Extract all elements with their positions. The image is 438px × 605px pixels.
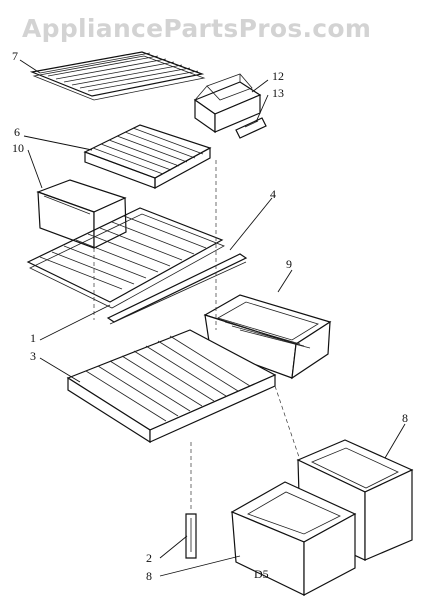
callout-10: 10	[12, 141, 24, 155]
part-12-door-bin	[193, 73, 262, 134]
leader-lines	[19, 59, 406, 577]
callout-8-right: 8	[402, 411, 408, 425]
part-1-main-shelf	[26, 207, 225, 309]
callout-6: 6	[14, 125, 20, 139]
callout-3: 3	[30, 349, 36, 363]
callout-2: 2	[146, 551, 152, 565]
part-13-bin-clip	[235, 117, 267, 139]
callout-8-left: 8	[146, 569, 152, 583]
watermark: AppliancePartsPros.com	[22, 14, 372, 43]
callout-12: 12	[272, 69, 284, 83]
callout-9: 9	[286, 257, 292, 271]
callout-1: 1	[30, 331, 36, 345]
part-6-shelf-cover	[83, 124, 212, 190]
alignment-lines	[93, 160, 301, 512]
part-9-drawer	[203, 294, 332, 380]
part-4-shelf-rail	[106, 253, 248, 325]
callout-labels: 7 12 13 6 10 4 9 1 3 8 2 8 D5	[12, 49, 408, 583]
part-7-wire-shelf	[29, 51, 206, 101]
callout-4: 4	[270, 187, 276, 201]
diagram-code: D5	[254, 567, 269, 581]
part-10-bin	[36, 179, 127, 249]
part-8-crisper-drawer-left	[230, 481, 357, 596]
part-3-crisper-frame	[66, 329, 277, 444]
part-2-support-post	[185, 513, 197, 559]
callout-7: 7	[12, 49, 18, 63]
callout-13: 13	[272, 86, 284, 100]
